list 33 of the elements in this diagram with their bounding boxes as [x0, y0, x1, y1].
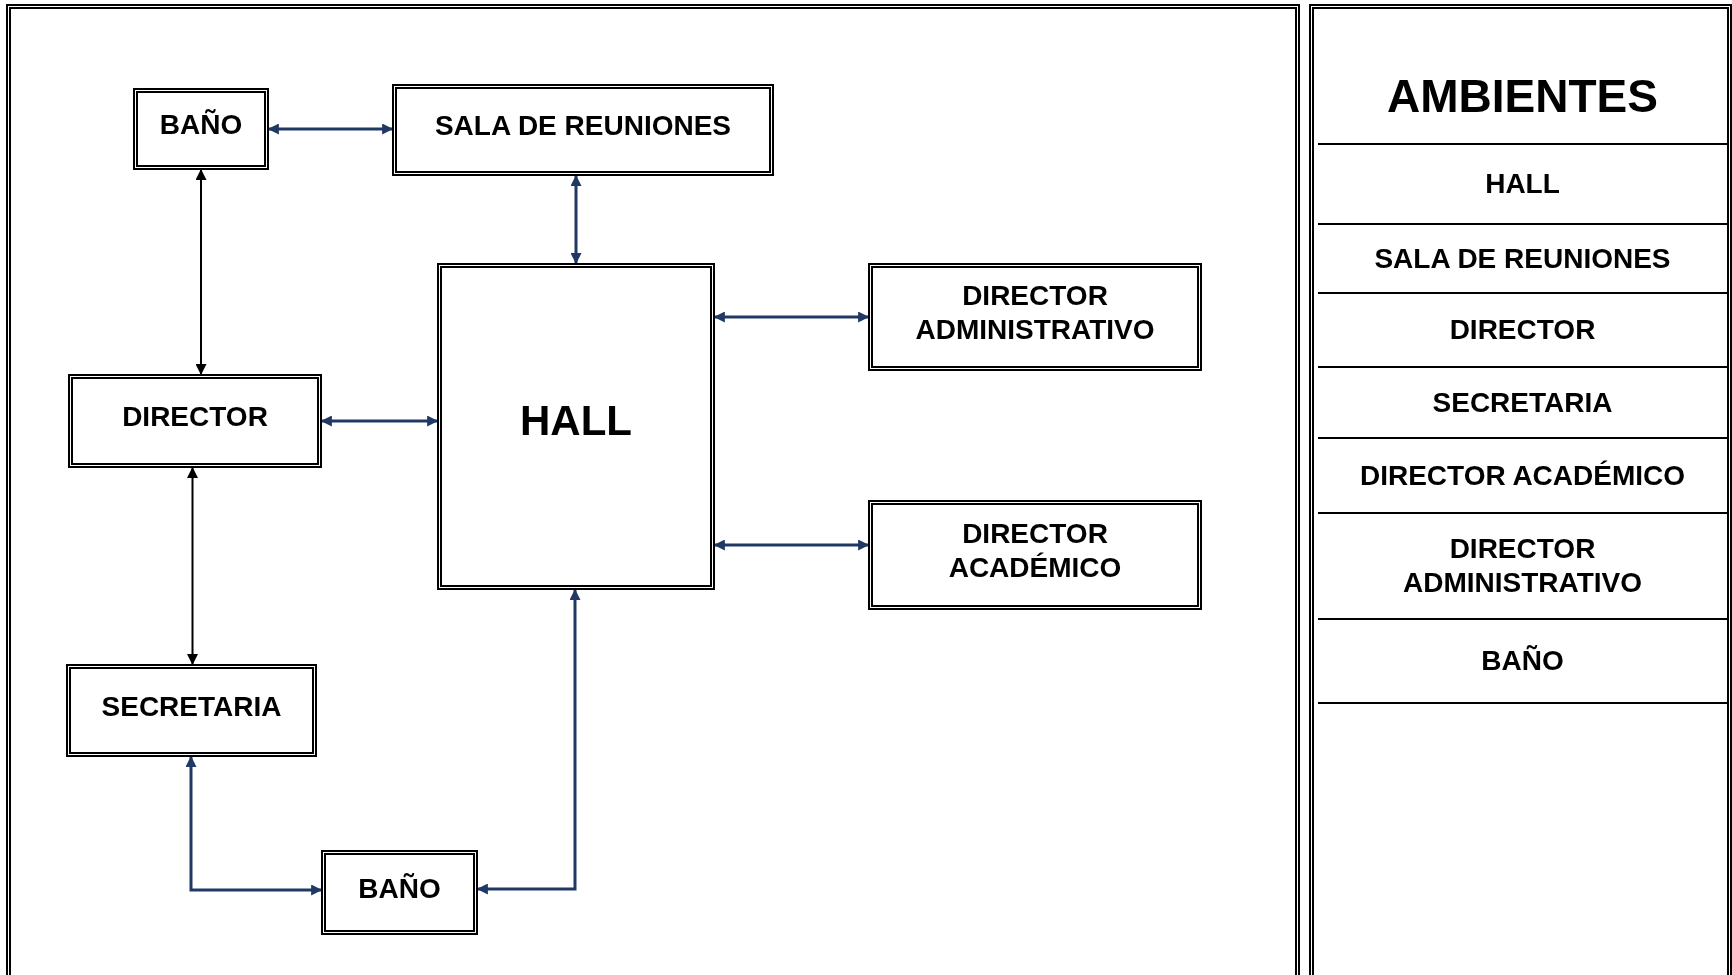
table-cell: BAÑO	[1481, 644, 1564, 678]
connector-arrow	[185, 755, 323, 896]
connector-arrow	[195, 168, 207, 376]
table-cell-text: DIRECTOR ADMINISTRATIVO	[1402, 532, 1643, 600]
connector-arrow	[570, 174, 582, 265]
connector-arrow	[320, 415, 439, 427]
connector-arrow	[713, 311, 870, 323]
room-box	[321, 850, 478, 935]
room-name: BAÑO	[159, 108, 243, 142]
connector-arrow	[713, 539, 870, 551]
room-box	[868, 500, 1202, 610]
room-box	[66, 664, 317, 757]
room-box	[68, 374, 322, 468]
table-cell: DIRECTOR ACADÉMICO	[1359, 458, 1686, 493]
room-name: BAÑO	[358, 871, 441, 906]
room-name: DIRECTOR	[122, 400, 268, 434]
room-box	[133, 88, 269, 170]
room-box	[392, 84, 774, 176]
table-cell: SALA DE REUNIONES	[1374, 241, 1671, 276]
room-box	[437, 263, 715, 590]
room-name: HALL	[520, 396, 632, 446]
room-name: DIRECTOR ACADÉMICO	[947, 517, 1123, 585]
table-cell: DIRECTOR	[1449, 313, 1596, 347]
table-cell: SECRETARIA	[1432, 385, 1613, 420]
table-header: AMBIENTES	[1387, 68, 1658, 124]
connector-arrow	[187, 466, 198, 666]
room-box	[868, 263, 1202, 371]
room-name: SALA DE REUNIONES	[434, 109, 732, 143]
connector-arrow	[267, 123, 394, 135]
room-name: SECRETARIA	[101, 689, 282, 724]
table-cell: HALL	[1485, 167, 1560, 201]
connector-arrow	[476, 588, 581, 895]
room-name: DIRECTOR ADMINISTRATIVO	[914, 279, 1156, 347]
